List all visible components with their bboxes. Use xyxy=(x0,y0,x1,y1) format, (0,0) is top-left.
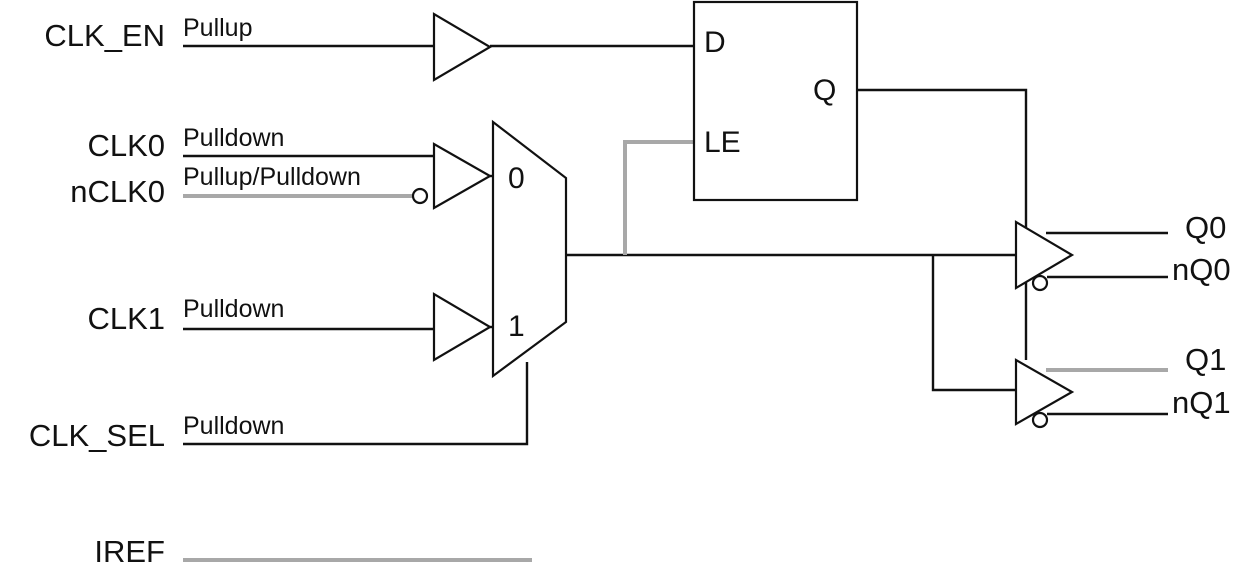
latch-q-label: Q xyxy=(813,74,836,107)
clk-en-buffer xyxy=(432,12,493,82)
nq1-invert-bubble xyxy=(1031,411,1049,429)
q1-buffer-clock-wire xyxy=(931,255,1016,392)
latch-le-label: LE xyxy=(704,126,741,159)
clk0-pin-label: CLK0 xyxy=(87,128,165,163)
nclk0-pin-label: nCLK0 xyxy=(70,174,165,209)
output-buffer-0 xyxy=(1014,220,1075,290)
clk1-buffer xyxy=(432,292,493,362)
mux-input-0-label: 0 xyxy=(508,162,525,195)
clk1-pin-label: CLK1 xyxy=(87,301,165,336)
clk0-receiver xyxy=(432,142,493,210)
clk-en-pin-label: CLK_EN xyxy=(44,18,165,53)
d-latch xyxy=(692,0,859,202)
latch-d-label: D xyxy=(704,26,726,59)
nq0-output-label: nQ0 xyxy=(1172,252,1231,287)
nq1-output-label: nQ1 xyxy=(1172,385,1231,420)
clk-en-pullup-label: Pullup xyxy=(183,14,253,42)
nq0-invert-bubble xyxy=(1031,274,1049,292)
iref-pin-label: IREF xyxy=(94,534,165,566)
clk-sel-pulldown-label: Pulldown xyxy=(183,412,284,440)
mux-input-1-label: 1 xyxy=(508,310,525,343)
output-buffer-1 xyxy=(1014,358,1075,426)
clk-sel-wire xyxy=(183,362,529,446)
clk0-pulldown-label: Pulldown xyxy=(183,124,284,152)
clock-mux xyxy=(491,119,568,379)
nclk0-invert-bubble xyxy=(411,187,429,205)
q0-output-label: Q0 xyxy=(1185,210,1226,245)
clk1-pulldown-label: Pulldown xyxy=(183,295,284,323)
nclk0-pullup-pulldown-label: Pullup/Pulldown xyxy=(183,163,361,191)
latch-q-enable-wire xyxy=(857,88,1028,360)
clk-sel-pin-label: CLK_SEL xyxy=(29,418,165,453)
le-wire xyxy=(623,140,694,255)
q1-output-label: Q1 xyxy=(1185,342,1226,377)
